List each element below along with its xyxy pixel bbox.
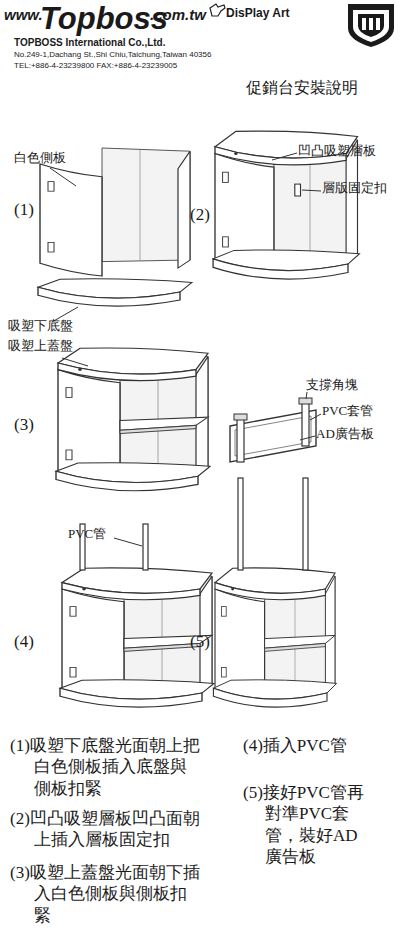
logo-text: www. — [4, 6, 43, 24]
step-number: (3) — [14, 415, 34, 436]
leader-line — [310, 414, 321, 420]
instruction-text: (1)吸塑下底盤光面朝上把白色側板插入底盤與側板扣緊 — [10, 735, 200, 799]
part-name: PVC套管 — [322, 403, 373, 419]
pvc-pole — [238, 478, 308, 570]
step5-parts — [213, 568, 336, 707]
instruction-text: (3)吸塑上蓋盤光面朝下插入白色側板與側板扣緊 — [10, 862, 200, 926]
leader-line — [300, 436, 315, 440]
part-name: PVC管 — [68, 526, 106, 542]
part-name: 凹凸吸塑層板 — [298, 143, 376, 159]
part-name: 吸塑上蓋盤 — [8, 338, 73, 354]
leader-line — [114, 538, 142, 546]
page-title: 促銷台安裝說明 — [246, 78, 358, 98]
contact-text: TEL:+886-4-23239800 FAX:+886-4-23239005 — [14, 61, 177, 71]
step-number: (4) — [14, 632, 34, 653]
instruction-text: (2)凹凸吸塑層板凹凸面朝上插入層板固定扣 — [10, 808, 200, 851]
step1-parts — [38, 148, 192, 306]
part-name: AD廣告板 — [316, 426, 374, 442]
leader-line — [302, 190, 321, 191]
pvc-sleeve — [237, 402, 309, 462]
logo-text: Topboss — [40, 0, 168, 38]
part-name: 支撐角塊 — [306, 377, 358, 393]
step-number: (2) — [190, 205, 210, 226]
step3-parts — [56, 348, 210, 491]
step4-parts — [60, 568, 214, 707]
logo-text: DisPlay Art — [226, 6, 290, 21]
instruction-text: (4)插入PVC管 — [243, 735, 393, 756]
brand-shield — [348, 4, 394, 47]
leader-line — [272, 153, 297, 160]
address-text: No.249-1,Dachang St.,Shi Chiu,Taichung,T… — [14, 50, 211, 60]
part-name: 吸塑下底盤 — [8, 318, 73, 334]
step-number: (5) — [190, 632, 210, 653]
step-number: (1) — [14, 200, 34, 221]
instruction-text: (5)接好PVC管再對準PVC套管，裝好AD廣告板 — [243, 782, 367, 867]
company-name: TOPBOSS International Co.,Ltd. — [14, 37, 166, 49]
leader-line — [306, 392, 307, 399]
hand-icon — [210, 4, 225, 16]
support-block — [234, 398, 312, 420]
leader-line — [62, 358, 88, 366]
logo-text: .com.tw — [150, 6, 206, 24]
leader-line — [50, 168, 76, 186]
part-name: 白色側板 — [14, 150, 66, 166]
part-name: 層版固定扣 — [322, 180, 387, 196]
